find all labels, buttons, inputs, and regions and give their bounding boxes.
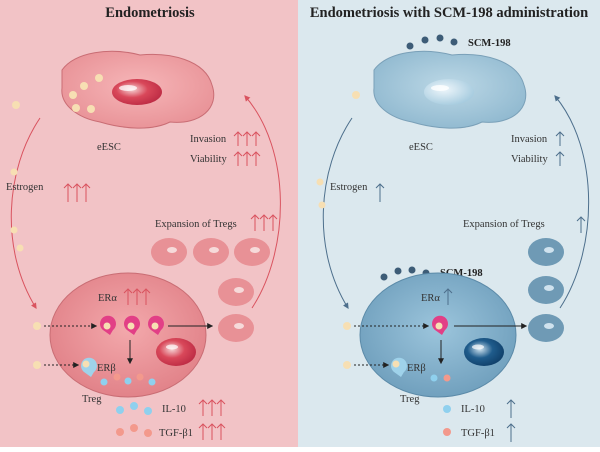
scm198-label-top: SCM-198 [468, 38, 511, 49]
treg-label-right: Treg [400, 394, 420, 405]
il10-label-left: IL-10 [162, 404, 186, 415]
il10-label-right: IL-10 [461, 404, 485, 415]
il10-up-arrows-left [198, 399, 226, 416]
il10-dots-left [116, 402, 152, 415]
small-treg-cells-left [151, 238, 270, 342]
viability-label-right: Viability [511, 154, 548, 165]
eesc-label-left: eESC [97, 142, 121, 153]
small-treg-cells-right [528, 238, 564, 342]
estrogen-dots-left [10, 101, 24, 252]
expansion-label-left: Expansion of Tregs [155, 219, 237, 230]
tgf-dot-right [443, 428, 451, 436]
treg-label-left: Treg [82, 394, 102, 405]
estrogen-dots-right [316, 178, 326, 209]
curved-arrow-down-right [322, 117, 353, 310]
er-beta-label-left: ERβ [97, 363, 116, 374]
er-alpha-receptor-right [432, 315, 448, 335]
viability-up-arrows-left [233, 151, 261, 166]
left-panel-title: Endometriosis [105, 5, 195, 21]
estrogen-up-arrow-right [375, 183, 385, 202]
expansion-up-arrows-left [250, 214, 278, 231]
treg-nucleus-right [464, 338, 504, 366]
tgf-up-arrow-right [506, 423, 516, 442]
nucleus-highlight [431, 85, 449, 91]
treg-cell-right [359, 272, 517, 398]
estrogen-label-right: Estrogen [330, 182, 368, 193]
er-beta-label-right: ERβ [407, 363, 426, 374]
curved-arrow-up-left [244, 95, 281, 309]
tgf-label-left: TGF-β1 [159, 428, 193, 439]
eesc-nucleus-left [112, 79, 162, 105]
invasion-label-right: Invasion [511, 134, 548, 145]
eesc-nucleus-right [424, 79, 474, 105]
estrogen-import-left [33, 322, 98, 369]
er-alpha-label-left: ERα [98, 293, 117, 304]
invasion-up-arrow-right [555, 131, 565, 146]
expansion-label-right: Expansion of Tregs [463, 219, 545, 230]
viability-label-left: Viability [190, 154, 227, 165]
er-alpha-up-arrow-right [443, 288, 453, 305]
scm198-dots-top [406, 34, 458, 50]
invasion-label-left: Invasion [190, 134, 227, 145]
nucleus-highlight [119, 85, 137, 91]
il10-up-arrow-right [506, 399, 516, 418]
right-panel-title: Endometriosis with SCM-198 administratio… [310, 5, 588, 21]
estrogen-dots-eesc-left [69, 74, 103, 113]
curved-arrow-down-left [10, 117, 41, 310]
viability-up-arrow-right [555, 151, 565, 166]
expansion-up-arrow-right [576, 216, 586, 233]
er-alpha-receptors-left [99, 315, 164, 335]
estrogen-up-arrows-left [63, 183, 91, 202]
er-beta-receptor-right [391, 357, 407, 377]
curved-arrow-up-right [554, 95, 590, 309]
estrogen-import-right [343, 322, 430, 369]
estrogen-dot-eesc-right [352, 91, 360, 99]
eesc-label-right: eESC [409, 142, 433, 153]
treg-nucleus-left [156, 338, 196, 366]
nucleus-highlight [472, 344, 484, 350]
tgf-up-arrows-left [198, 423, 226, 440]
nucleus-highlight [166, 344, 178, 350]
scm198-label-mid: SCM-198 [440, 268, 483, 279]
tgf-dots-left [116, 424, 152, 437]
cytokine-dots-right [430, 374, 451, 382]
il10-dot-right [443, 405, 451, 413]
tgf-label-right: TGF-β1 [461, 428, 495, 439]
er-beta-receptor-left [80, 357, 97, 377]
invasion-up-arrows-left [233, 131, 261, 146]
cytokine-dots-left [100, 373, 156, 386]
er-alpha-up-arrows-left [123, 288, 151, 305]
estrogen-label-left: Estrogen [6, 182, 44, 193]
er-alpha-label-right: ERα [421, 293, 440, 304]
